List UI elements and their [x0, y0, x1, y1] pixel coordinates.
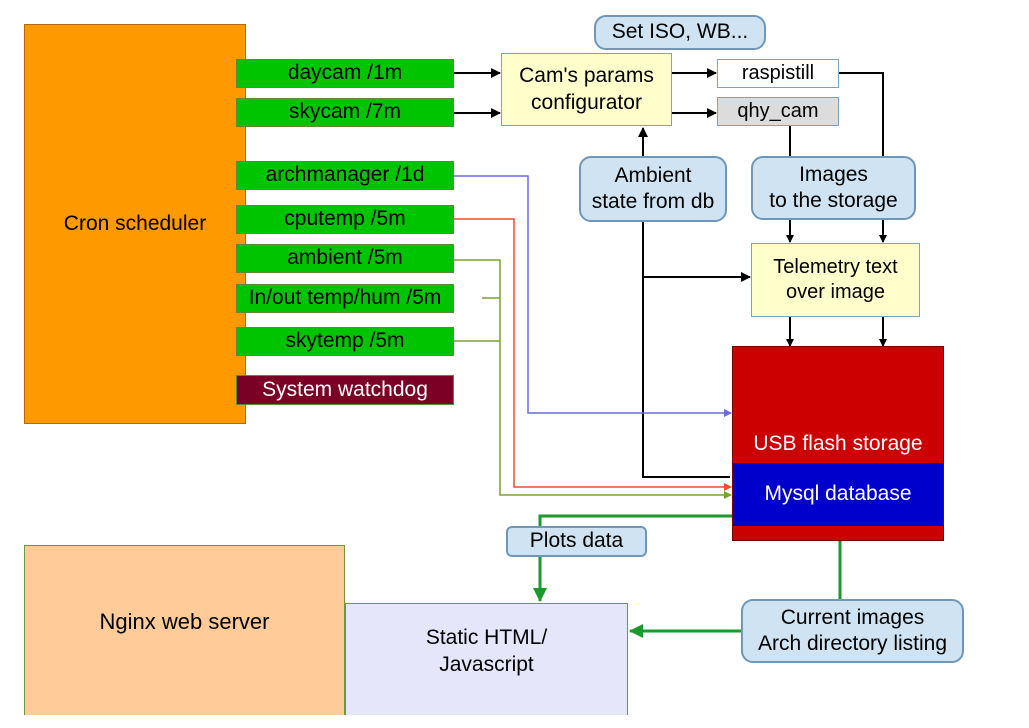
raspistill-label: raspistill	[741, 62, 815, 84]
telemetry-line1: Telemetry text	[773, 256, 898, 278]
job-skycam-label: skycam /7m	[288, 100, 401, 124]
static-html-line1: Static HTML/	[425, 626, 548, 649]
nginx-label: Nginx web server	[99, 609, 270, 634]
telemetry-block: Telemetry text over image	[751, 243, 920, 317]
plots-data-bubble: Plots data	[506, 526, 647, 557]
job-skytemp: skytemp /5m	[236, 327, 454, 356]
configurator-line2: configurator	[531, 90, 642, 114]
usb-storage-label: USB flash storage	[753, 432, 923, 455]
arrow-archmanager-storage	[453, 175, 732, 417]
raspistill-block: raspistill	[717, 59, 839, 88]
job-skycam: skycam /7m	[236, 98, 454, 127]
qhycam-block: qhy_cam	[717, 97, 839, 126]
job-daycam-label: daycam /1m	[287, 61, 403, 85]
cron-scheduler-block: Cron scheduler	[24, 24, 246, 424]
cron-scheduler-label: Cron scheduler	[63, 211, 207, 235]
mysql-database: Mysql database	[733, 463, 943, 526]
static-html-block: Static HTML/ Javascript	[345, 603, 628, 715]
job-cputemp: cputemp /5m	[236, 205, 454, 234]
arrow-db-to-configurator	[638, 127, 730, 478]
job-watchdog-label: System watchdog	[262, 377, 428, 401]
set-params-label: Set ISO, WB...	[611, 20, 749, 44]
images-storage-line2: to the storage	[769, 189, 898, 212]
job-skytemp-label: skytemp /5m	[285, 329, 405, 353]
job-watchdog: System watchdog	[236, 375, 454, 405]
ambient-state-bubble: Ambient state from db	[579, 156, 727, 222]
ambient-state-line1: Ambient	[614, 163, 692, 187]
plots-data-label: Plots data	[529, 529, 624, 553]
job-daycam: daycam /1m	[236, 59, 454, 88]
nginx-web-server: Nginx web server	[24, 545, 345, 715]
current-images-bubble: Current images Arch directory listing	[741, 599, 964, 663]
mysql-label: Mysql database	[764, 482, 912, 506]
current-images-line2: Arch directory listing	[757, 632, 948, 655]
job-ambient-label: ambient /5m	[287, 246, 403, 270]
ambient-state-line2: state from db	[591, 190, 715, 213]
job-inout: In/out temp/hum /5m	[236, 284, 454, 313]
images-storage-bubble: Images to the storage	[751, 156, 916, 220]
current-images-line1: Current images	[780, 605, 925, 629]
configurator-line1: Cam's params	[519, 64, 654, 88]
arrow-ambient-mysql	[453, 259, 732, 499]
arrow-plots-static	[533, 514, 733, 602]
job-ambient: ambient /5m	[236, 244, 454, 273]
configurator-block: Cam's params configurator	[501, 53, 672, 126]
job-cputemp-label: cputemp /5m	[284, 207, 406, 231]
arrow-cputemp-mysql	[453, 218, 732, 491]
set-params-bubble: Set ISO, WB...	[594, 15, 766, 50]
job-archmanager: archmanager /1d	[236, 161, 454, 190]
images-storage-line1: Images	[799, 162, 868, 186]
telemetry-line2: over image	[786, 281, 885, 303]
job-archmanager-label: archmanager /1d	[265, 163, 425, 187]
qhycam-label: qhy_cam	[737, 100, 819, 122]
job-inout-label: In/out temp/hum /5m	[248, 286, 442, 310]
static-html-line2: Javascript	[439, 653, 534, 677]
